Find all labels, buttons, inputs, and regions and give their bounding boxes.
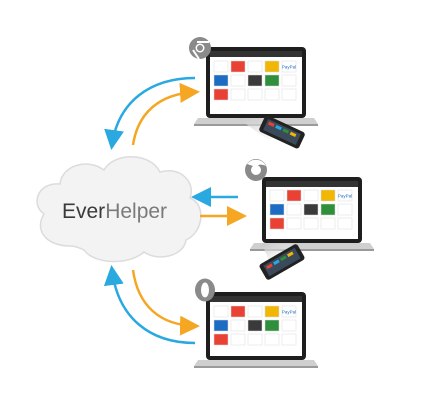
speed-dial-tile[interactable]	[269, 189, 285, 202]
speed-dial-tile[interactable]	[281, 88, 297, 101]
speed-dial-tile[interactable]	[281, 60, 297, 73]
speed-dial-tile[interactable]	[230, 305, 246, 318]
speed-dial-tile[interactable]	[213, 60, 229, 73]
speed-dial-tile[interactable]	[320, 189, 336, 202]
speed-dial-tile[interactable]	[281, 333, 297, 346]
speed-dial-tile[interactable]	[281, 74, 297, 87]
speed-dial-tile[interactable]	[213, 305, 229, 318]
speed-dial-tile[interactable]	[264, 319, 280, 332]
opera-icon	[195, 278, 215, 302]
speed-dial-tile[interactable]	[230, 333, 246, 346]
sync-arrow-down-top	[131, 82, 200, 146]
speed-dial-tile[interactable]	[247, 333, 263, 346]
speed-dial-tile[interactable]	[337, 189, 353, 202]
cloud-label-helper: Helper	[105, 200, 167, 223]
firefox-icon	[245, 159, 267, 181]
sync-arrow-up-top	[104, 76, 196, 150]
cloud-label-ever: Ever	[62, 200, 105, 223]
speed-dial-tile[interactable]	[264, 60, 280, 73]
speed-dial-tile[interactable]	[230, 319, 246, 332]
speed-dial-tile[interactable]	[337, 217, 353, 230]
speed-dial-tile-label: PayPal	[282, 310, 296, 315]
speed-dial-tile[interactable]	[247, 88, 263, 101]
speed-dial-tile[interactable]	[247, 60, 263, 73]
speed-dial-tile[interactable]	[247, 319, 263, 332]
speed-dial-tile[interactable]	[230, 88, 246, 101]
speed-dial-tile[interactable]	[264, 333, 280, 346]
laptop-firefox: ebay PayPal	[250, 177, 374, 251]
speed-dial-tile[interactable]	[247, 74, 263, 87]
speed-dial-tile[interactable]	[264, 74, 280, 87]
speed-dial-tile[interactable]	[281, 305, 297, 318]
sync-arrow-down-bottom	[131, 269, 200, 336]
speed-dial-tile[interactable]	[269, 203, 285, 216]
laptop-opera: ebay PayPal	[194, 292, 318, 368]
speed-dial-tile[interactable]	[213, 88, 229, 101]
speed-dial-tile[interactable]	[264, 88, 280, 101]
speed-dial-tile[interactable]	[247, 305, 263, 318]
speed-dial-tile[interactable]	[264, 305, 280, 318]
speed-dial-tile-label: ebay	[233, 310, 244, 315]
speed-dial-tile[interactable]	[213, 74, 229, 87]
speed-dial-tile[interactable]	[286, 189, 302, 202]
speed-dial-tile[interactable]	[213, 333, 229, 346]
speed-dial-tile[interactable]	[286, 203, 302, 216]
speed-dial-grid-opera: ebay PayPal	[213, 305, 297, 346]
speed-dial-tile[interactable]	[320, 203, 336, 216]
speed-dial-tile[interactable]	[230, 74, 246, 87]
laptop-chrome: ebay PayPal	[194, 47, 318, 126]
speed-dial-tile[interactable]	[337, 203, 353, 216]
speed-dial-tile[interactable]	[303, 189, 319, 202]
speed-dial-tile[interactable]	[303, 217, 319, 230]
chrome-icon	[189, 37, 211, 60]
speed-dial-grid-chrome: ebay PayPal	[213, 60, 297, 101]
speed-dial-tile[interactable]	[320, 217, 336, 230]
speed-dial-tile-label: ebay	[233, 65, 244, 70]
speed-dial-tile-label: PayPal	[338, 194, 352, 199]
speed-dial-tile-label: PayPal	[282, 65, 296, 70]
everhelper-cloud: EverHelper	[36, 156, 202, 263]
sync-arrow-up-bottom	[103, 265, 196, 345]
speed-dial-grid-firefox: ebay PayPal	[269, 189, 353, 230]
speed-dial-tile[interactable]	[286, 217, 302, 230]
svg-text:EverHelper: EverHelper	[62, 200, 167, 223]
speed-dial-tile[interactable]	[230, 60, 246, 73]
speed-dial-tile[interactable]	[303, 203, 319, 216]
phone-top	[259, 115, 305, 149]
speed-dial-tile[interactable]	[281, 319, 297, 332]
speed-dial-tile[interactable]	[213, 319, 229, 332]
speed-dial-tile-label: ebay	[289, 194, 300, 199]
phone-middle	[259, 244, 305, 280]
speed-dial-tile[interactable]	[269, 217, 285, 230]
